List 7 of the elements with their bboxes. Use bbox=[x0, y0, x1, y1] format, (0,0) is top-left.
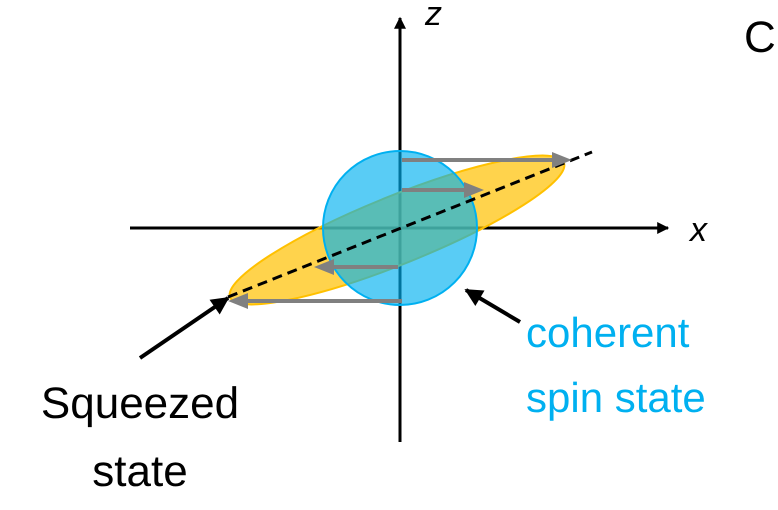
panel-label: C bbox=[744, 12, 776, 64]
arrow bbox=[138, 296, 230, 360]
arrow bbox=[464, 288, 522, 324]
state-label: Squeezed state bbox=[10, 370, 270, 506]
axis-label: x bbox=[690, 210, 707, 251]
axis-label: z bbox=[425, 0, 442, 35]
state-label: coherent spin state bbox=[526, 300, 766, 430]
